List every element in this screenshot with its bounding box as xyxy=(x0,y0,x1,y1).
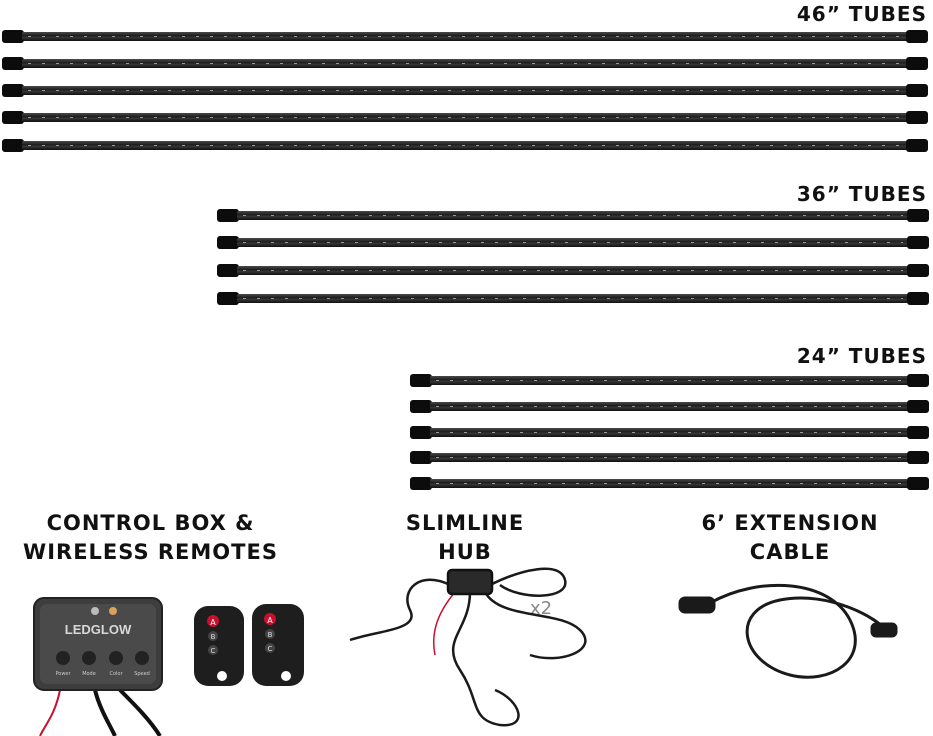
led-tube xyxy=(410,451,929,464)
control-box-caption: CONTROL BOX & WIRELESS REMOTES xyxy=(8,509,293,567)
caption-line: SLIMLINE xyxy=(405,511,525,535)
slimline-hub xyxy=(349,567,587,727)
button-label: Speed xyxy=(134,671,150,677)
led-tube xyxy=(2,139,928,152)
led-tube xyxy=(410,400,929,413)
tubes-24-label: 24” TUBES xyxy=(796,344,927,368)
button-label: Mode xyxy=(82,671,96,677)
brand-logo: LEDGLOW xyxy=(65,622,132,637)
remote-key-label: A xyxy=(267,616,273,625)
caption-line: 6’ EXTENSION xyxy=(701,511,879,535)
led-indicator-icon xyxy=(91,607,99,615)
remote-key-label: B xyxy=(268,631,273,639)
tubes-46-label: 46” TUBES xyxy=(796,2,927,26)
remote-key-label: B xyxy=(211,633,216,641)
led-tube xyxy=(2,111,928,124)
caption-line: WIRELESS REMOTES xyxy=(23,540,278,564)
hub-caption: SLIMLINE HUB xyxy=(390,509,540,567)
led-tube xyxy=(2,57,928,70)
caption-line: CONTROL BOX & xyxy=(46,511,255,535)
led-tube xyxy=(2,30,928,43)
extension-cable xyxy=(678,583,898,679)
led-tube xyxy=(217,292,929,305)
control-box: LEDGLOW Power Mode Color Speed xyxy=(33,597,163,736)
led-tube xyxy=(410,477,929,490)
caption-line: HUB xyxy=(438,540,492,564)
remote-key-label: C xyxy=(268,645,273,653)
led-indicator-icon xyxy=(109,607,117,615)
led-tube xyxy=(2,84,928,97)
wireless-remote: A B C xyxy=(252,604,304,686)
remote-key-label: A xyxy=(210,618,216,627)
led-tube xyxy=(217,264,929,277)
button-label: Color xyxy=(109,671,123,677)
cable-caption: 6’ EXTENSION CABLE xyxy=(690,509,890,567)
remote-key-label: C xyxy=(211,647,216,655)
wireless-remote: A B C xyxy=(194,606,244,686)
led-tube xyxy=(217,236,929,249)
tubes-36-label: 36” TUBES xyxy=(796,182,927,206)
caption-line: CABLE xyxy=(749,540,831,564)
led-tube xyxy=(410,374,929,387)
led-tube xyxy=(217,209,929,222)
led-tube xyxy=(410,426,929,439)
button-label: Power xyxy=(55,671,71,677)
